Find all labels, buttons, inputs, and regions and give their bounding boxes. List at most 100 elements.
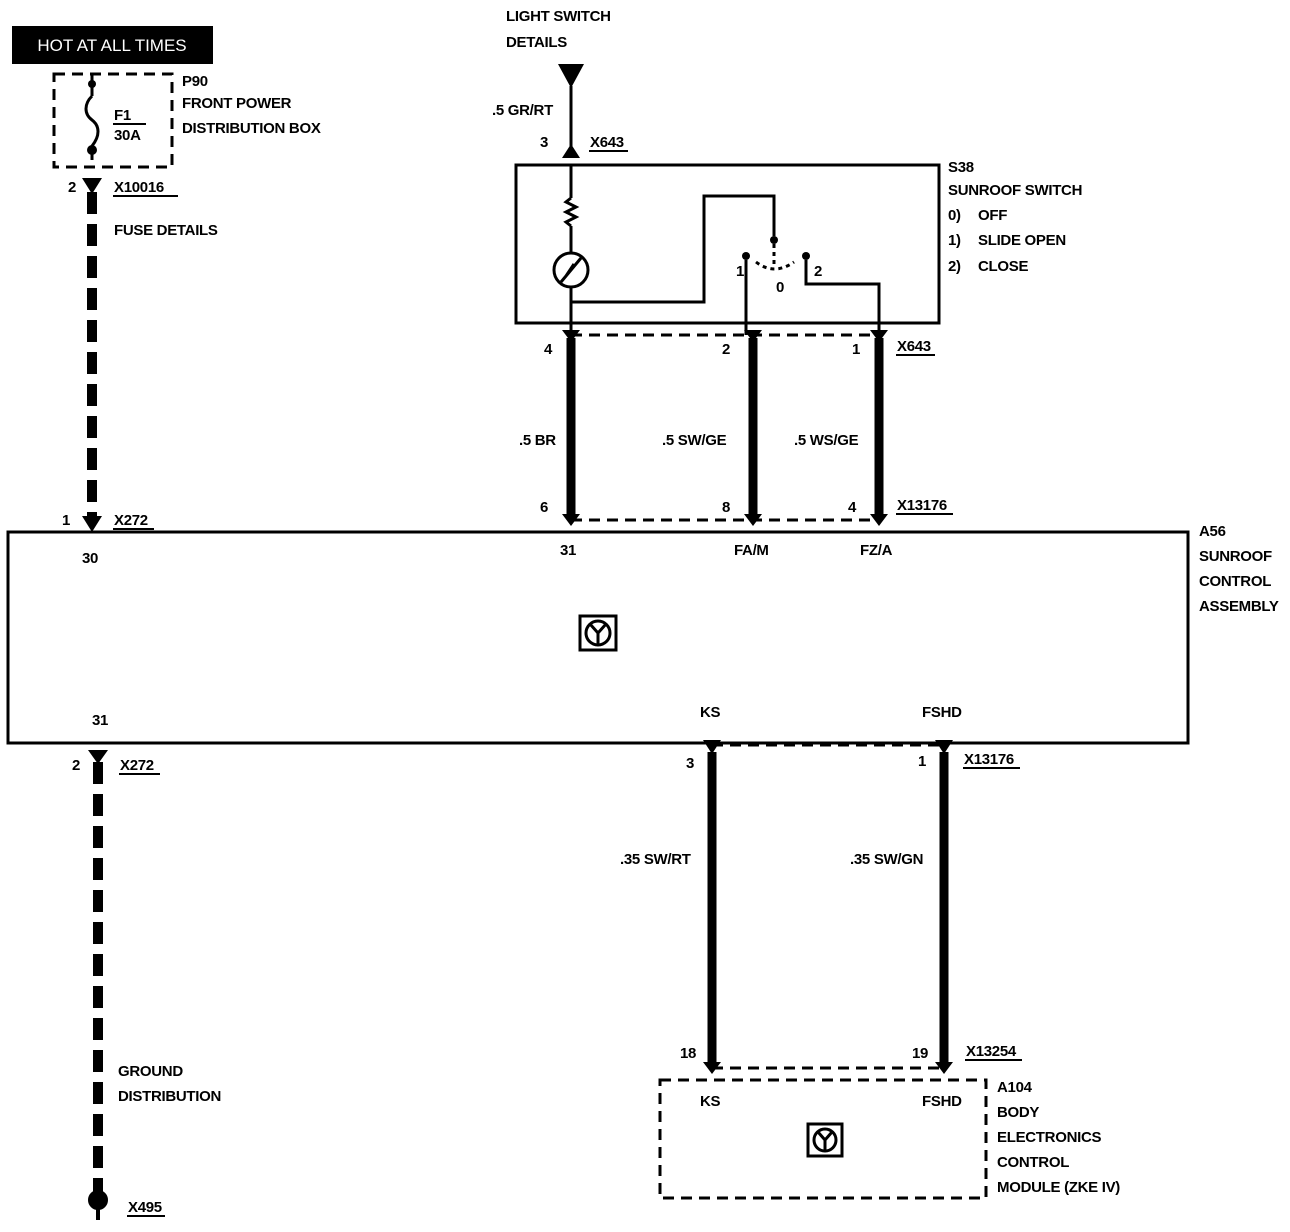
fuse-id: F1 [114, 107, 131, 124]
switch-resistor-symbol [562, 196, 580, 228]
a104-name-line2: ELECTRONICS [997, 1129, 1102, 1146]
x643-top-pin: 3 [540, 134, 548, 151]
x272-top-pin: 1 [62, 512, 70, 529]
a56-name-line2: CONTROL [1199, 573, 1271, 590]
hot-at-all-times-label: HOT AT ALL TIMES [37, 36, 186, 55]
light-switch-details-line2: DETAILS [506, 34, 567, 51]
x13176-top-pin-4: 4 [848, 499, 857, 516]
x643-pin-4: 4 [544, 341, 553, 358]
a56-name-line1: SUNROOF [1199, 548, 1272, 565]
x13176-bottom-pin-1: 1 [918, 753, 926, 770]
switch-contact-1 [742, 252, 750, 260]
switch-name: SUNROOF SWITCH [948, 182, 1082, 199]
fuse-box-id: P90 [182, 73, 208, 90]
light-switch-details-line1: LIGHT SWITCH [506, 8, 611, 25]
x10016-connector-symbol [82, 178, 102, 194]
ground-x495-id: X495 [128, 1199, 162, 1216]
hot-at-all-times-banner [12, 26, 213, 64]
x10016-id: X10016 [114, 179, 164, 196]
x13254-pin-19: 19 [912, 1045, 928, 1062]
switch-contact-2 [802, 252, 810, 260]
x272-top-id: X272 [114, 512, 148, 529]
a104-name-line3: CONTROL [997, 1154, 1069, 1171]
fuse-terminal-bottom [87, 145, 97, 155]
x13176-top-id: X13176 [897, 497, 947, 514]
a56-terminal-ks: KS [700, 704, 721, 721]
x643-pin2-symbol [744, 330, 762, 342]
x13176-top-pin-6: 6 [540, 499, 548, 516]
x10016-pin: 2 [68, 179, 76, 196]
switch-travel-arc [755, 260, 795, 271]
a56-terminal-30: 30 [82, 550, 98, 567]
wire-ws-ge-label: .5 WS/GE [794, 432, 859, 449]
light-switch-arrow [558, 64, 584, 88]
a104-terminal-ks: KS [700, 1093, 721, 1110]
switch-lamp-filament [559, 257, 583, 283]
a56-id: A56 [1199, 523, 1226, 540]
x643-top-id: X643 [590, 134, 624, 151]
body-electronics-module-box [658, 1078, 988, 1200]
a104-id: A104 [997, 1079, 1033, 1096]
a56-solid-state-icon [578, 614, 618, 652]
a56-terminal-fa-m: FA/M [734, 542, 769, 559]
fuse-rating: 30A [114, 127, 141, 144]
x272-bottom-pin: 2 [72, 757, 80, 774]
wire-sw-gn-label: .35 SW/GN [850, 851, 923, 868]
a56-name-line3: ASSEMBLY [1199, 598, 1279, 615]
sunroof-switch-box [514, 163, 941, 325]
switch-common-contact [770, 236, 778, 244]
x13254-pin19-symbol [935, 1062, 953, 1074]
fuse-terminal-top [88, 80, 96, 88]
x13176-bottom-pin-3: 3 [686, 755, 694, 772]
x13176-top-pin8-symbol [744, 514, 762, 526]
x13176-bottom-pin1-symbol [935, 740, 953, 754]
x13176-top-pin-8: 8 [722, 499, 730, 516]
light-switch-wire-label: .5 GR/RT [492, 102, 553, 119]
fuse-details-ref: FUSE DETAILS [114, 222, 218, 239]
fuse-f1-symbol [84, 94, 100, 147]
switch-position-0-name: OFF [978, 207, 1007, 224]
switch-position-1-name: SLIDE OPEN [978, 232, 1066, 249]
switch-id: S38 [948, 159, 974, 176]
x643-bottom-id: X643 [897, 338, 931, 355]
x643-top-connector-symbol [562, 144, 580, 158]
x643-pin-2: 2 [722, 341, 730, 358]
switch-position-2-name: CLOSE [978, 258, 1028, 275]
x13254-pin18-symbol [703, 1062, 721, 1074]
a104-solid-state-icon [806, 1122, 844, 1158]
fuse-box-outline [52, 72, 174, 169]
switch-common-lead [571, 194, 776, 304]
switch-contact-0-label: 0 [776, 279, 784, 296]
x643-pin4-symbol [562, 330, 580, 342]
switch-contact-2-label: 2 [814, 263, 822, 280]
a56-terminal-fshd: FSHD [922, 704, 962, 721]
sunroof-control-assembly-box [6, 530, 1190, 745]
wire-sw-rt-label: .35 SW/RT [620, 851, 691, 868]
x13176-bottom-pin3-symbol [703, 740, 721, 754]
x13176-top-pin4-symbol [870, 514, 888, 526]
switch-position-0-num: 0) [948, 207, 961, 224]
x272-top-connector-symbol [82, 516, 102, 532]
x13176-top-pin6-symbol [562, 514, 580, 526]
a104-name-line4: MODULE (ZKE IV) [997, 1179, 1120, 1196]
ground-distribution-line2: DISTRIBUTION [118, 1088, 221, 1105]
x643-pin-1: 1 [852, 341, 860, 358]
x13254-id: X13254 [966, 1043, 1017, 1060]
a56-terminal-31-top: 31 [560, 542, 576, 559]
x13254-pin-18: 18 [680, 1045, 696, 1062]
x13176-bottom-id: X13176 [964, 751, 1014, 768]
ground-distribution-line1: GROUND [118, 1063, 183, 1080]
x272-bottom-connector-symbol [88, 750, 108, 764]
switch-contact-2-lead [804, 260, 881, 335]
ground-x495-symbol [88, 1190, 109, 1220]
fuse-box-name-line2: DISTRIBUTION BOX [182, 120, 321, 137]
a104-name-line1: BODY [997, 1104, 1039, 1121]
switch-position-2-num: 2) [948, 258, 961, 275]
a56-terminal-fz-a: FZ/A [860, 542, 893, 559]
x272-bottom-id: X272 [120, 757, 154, 774]
a56-terminal-31-bottom: 31 [92, 712, 108, 729]
switch-position-1-num: 1) [948, 232, 961, 249]
a104-terminal-fshd: FSHD [922, 1093, 962, 1110]
wire-sw-ge-label: .5 SW/GE [662, 432, 727, 449]
